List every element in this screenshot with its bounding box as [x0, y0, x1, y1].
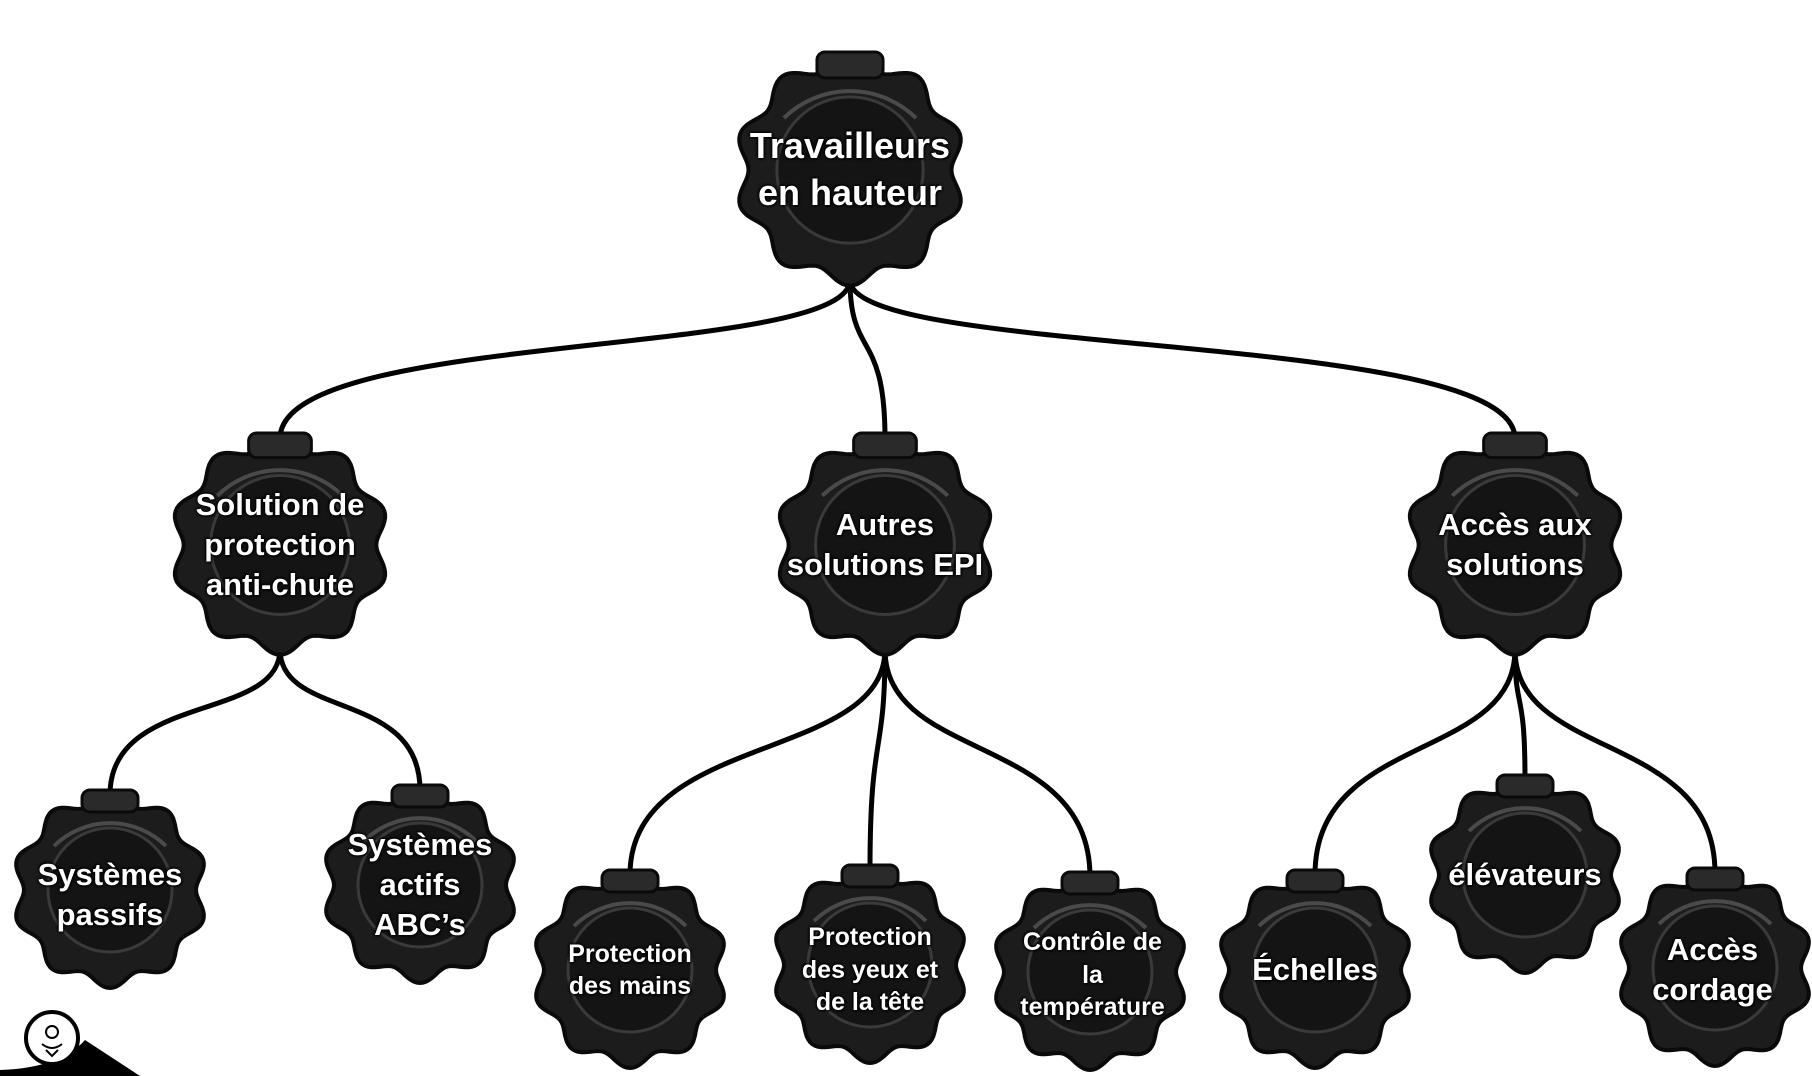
connector-epi-hands [627, 649, 888, 876]
knob-access [1407, 431, 1623, 657]
knob-lifts [1429, 773, 1621, 976]
connector-epi-temp [882, 649, 1093, 878]
knob-active [324, 783, 516, 986]
knob-epi [777, 431, 993, 657]
connector-epi-eyes [867, 649, 888, 871]
brand-logo [0, 1010, 140, 1076]
connector-access-rope [1512, 649, 1718, 874]
connector-fall-active [277, 649, 423, 791]
knob-hands [534, 868, 726, 1071]
knob-temp [994, 870, 1186, 1073]
knob-eyes [774, 863, 966, 1066]
knob-ladders [1219, 868, 1411, 1071]
connector-root-fall [277, 279, 853, 439]
knob-fall [172, 431, 388, 657]
connector-fall-passive [107, 649, 283, 796]
connector-access-ladders [1312, 649, 1518, 876]
connector-root-access [847, 279, 1518, 439]
connector-root-epi [847, 279, 888, 439]
knob-passive [14, 788, 206, 991]
knob-rope [1619, 866, 1811, 1069]
knob-root [737, 50, 963, 288]
